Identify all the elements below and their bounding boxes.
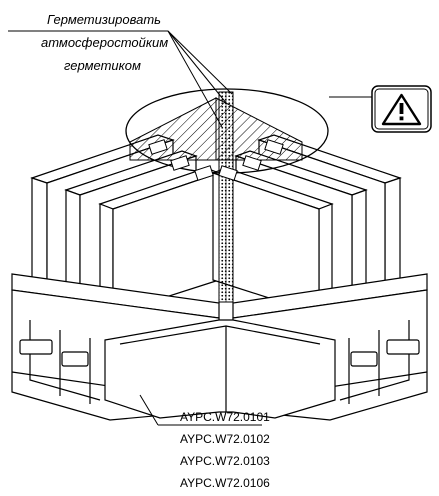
article-code-2: AYPC.W72.0102 (180, 432, 270, 446)
article-code-3: AYPC.W72.0103 (180, 454, 270, 468)
sealant-column (218, 91, 234, 303)
corner-connector (104, 319, 336, 419)
note-line-2: атмосферостойким (41, 35, 168, 50)
article-code-1: AYPC.W72.0101 (180, 410, 270, 424)
article-code-4: AYPC.W72.0106 (180, 476, 270, 490)
article-codes: AYPC.W72.0101 AYPC.W72.0102 AYPC.W72.010… (139, 394, 270, 490)
leader-line-3 (167, 30, 233, 95)
note-line-1: Герметизировать (47, 12, 161, 27)
sealant-note: Герметизировать атмосферостойким гермети… (8, 12, 233, 128)
glass-panels (30, 134, 402, 315)
note-line-3: герметиком (64, 58, 141, 73)
leader-line-2 (167, 30, 228, 105)
warning-triangle-icon (329, 85, 432, 133)
codes-leader (139, 394, 159, 426)
